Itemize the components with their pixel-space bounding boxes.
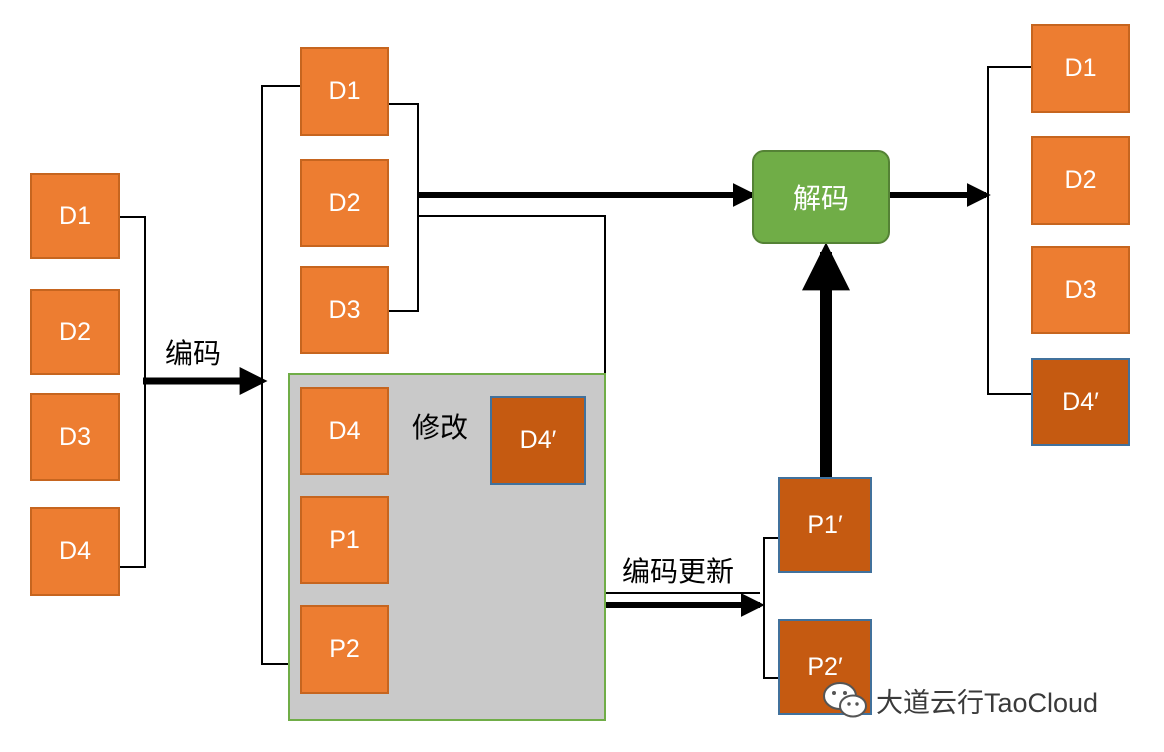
wechat-icon: [822, 680, 868, 720]
output-block-d3: D3: [1031, 246, 1130, 334]
modified-block-d4-prime: D4′: [490, 396, 586, 485]
parity-block-p1: P1: [300, 496, 389, 584]
encoded-block-d3: D3: [300, 266, 389, 354]
watermark: 大道云行TaoCloud: [822, 680, 1098, 720]
encode-update-label: 编码更新: [622, 556, 735, 587]
modify-label: 修改: [412, 412, 469, 443]
data-blocks-bracket: [389, 103, 419, 312]
parity-update-bracket: [763, 537, 778, 679]
encoded-block-d4: D4: [300, 387, 389, 475]
output-block-d4-prime: D4′: [1031, 358, 1130, 446]
input-block-d2: D2: [30, 289, 120, 375]
parity-block-p2: P2: [300, 605, 389, 694]
encoded-block-d1: D1: [300, 47, 389, 136]
decoder-node: 解码: [752, 150, 890, 244]
input-block-d1: D1: [30, 173, 120, 259]
encoded-block-d2: D2: [300, 159, 389, 247]
input-block-d3: D3: [30, 393, 120, 481]
encode-label: 编码: [165, 338, 222, 369]
updated-parity-p1-prime: P1′: [778, 477, 872, 573]
encoded-group-bracket: [261, 85, 300, 665]
output-block-d2: D2: [1031, 136, 1130, 225]
watermark-text: 大道云行TaoCloud: [876, 687, 1099, 718]
output-bracket: [987, 66, 1031, 395]
input-block-d4: D4: [30, 507, 120, 596]
output-block-d1: D1: [1031, 24, 1130, 113]
input-bracket: [120, 216, 146, 568]
